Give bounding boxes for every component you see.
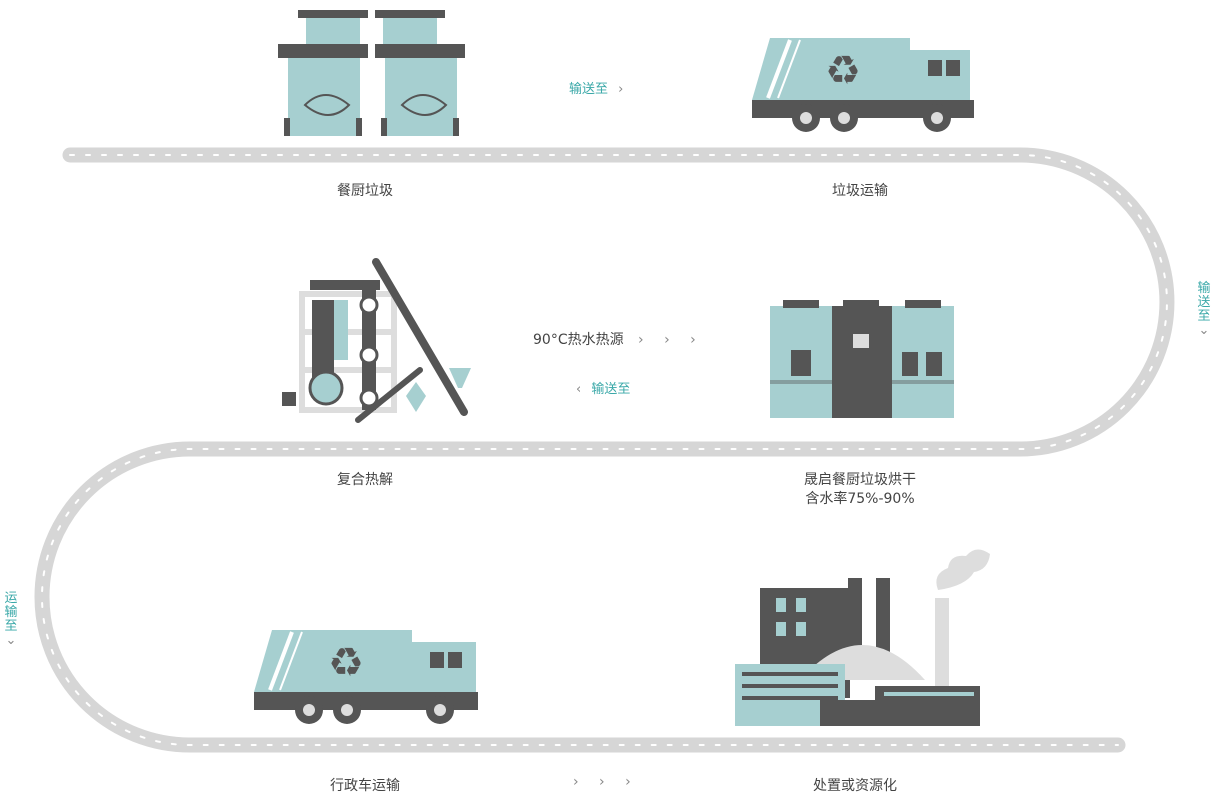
connector-transport-vertical: 运输至 ⌄: [4, 591, 18, 648]
stage-label-kitchen-waste: 餐厨垃圾: [337, 183, 393, 199]
chevron-left-icon: ‹: [576, 382, 582, 397]
connector-deliver-vertical: 输送至 ⌄: [1197, 281, 1211, 338]
connector-deliver-2: ‹ 输送至: [576, 382, 631, 397]
stage-label-waste-transport: 垃圾运输: [832, 183, 888, 199]
svg-text:♻: ♻: [825, 48, 861, 94]
factory-icon: [735, 549, 990, 726]
chevron-down-icon: ⌄: [5, 633, 17, 648]
conveyor-belt-arrows: [41, 154, 1168, 746]
stage-label-drying: 晟启餐厨垃圾烘干: [804, 472, 916, 488]
admin-truck-icon: ♻: [254, 630, 478, 724]
svg-text:♻: ♻: [328, 640, 364, 686]
chevron-down-icon: ⌄: [1198, 323, 1210, 338]
stage-label-moisture: 含水率75%-90%: [805, 491, 915, 507]
waste-bins-icon: [278, 10, 465, 136]
connector-heat-source: 90°C热水热源 › › ›: [533, 332, 704, 348]
garbage-truck-icon: ♻: [752, 38, 974, 132]
chevron-right-icon: ›: [618, 82, 624, 97]
drying-plant-icon: [770, 300, 954, 418]
stage-label-admin-transport: 行政车运输: [330, 778, 400, 794]
triple-chevron-bottom-icon: › › ›: [573, 774, 639, 790]
stage-label-disposal: 处置或资源化: [813, 778, 897, 794]
pyrolysis-equipment-icon: [282, 258, 471, 423]
stage-label-pyrolysis: 复合热解: [337, 472, 393, 488]
connector-deliver-1: 输送至 ›: [569, 82, 624, 97]
triple-chevron-icon: › › ›: [638, 332, 704, 348]
